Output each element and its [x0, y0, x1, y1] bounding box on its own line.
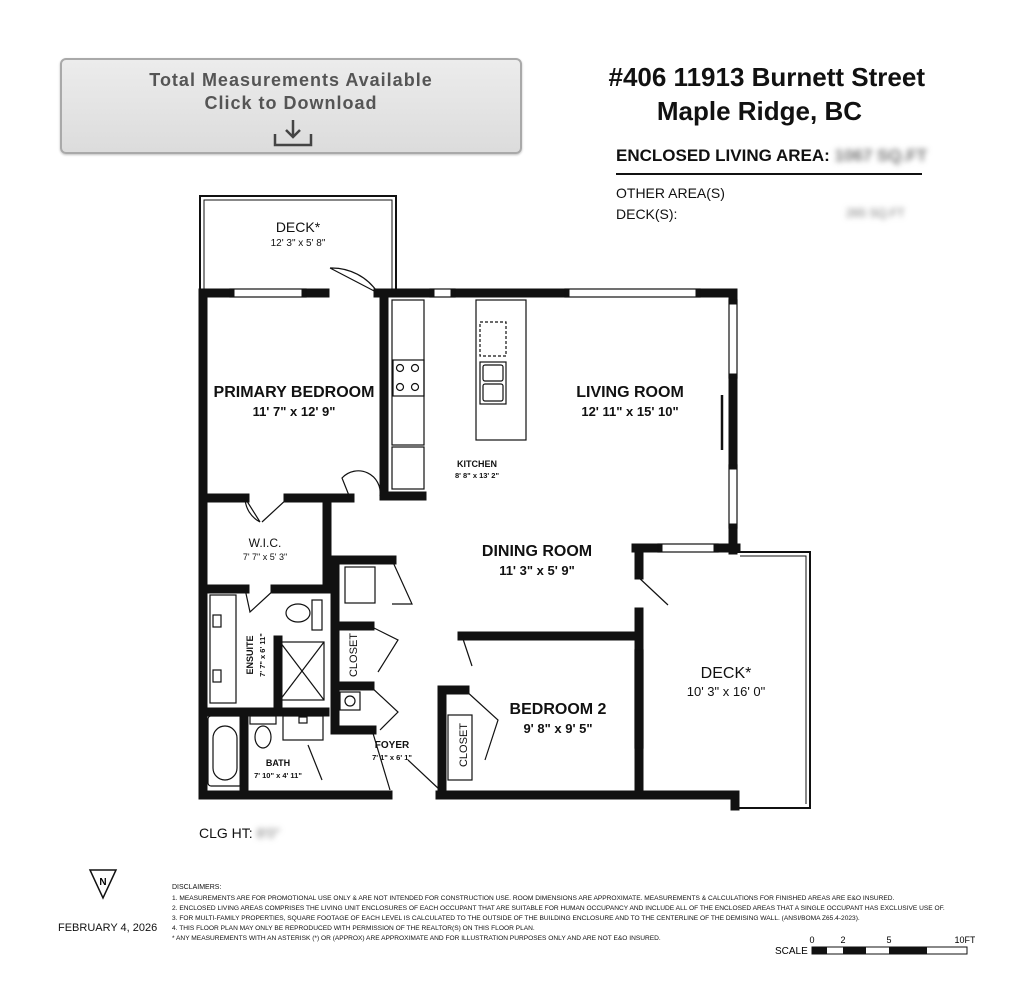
ensuite-dims: 7' 7" x 6' 11" — [258, 633, 267, 677]
scale-tick-0: 0 — [809, 935, 814, 945]
closet1-name: CLOSET — [348, 633, 360, 677]
north-label: N — [99, 877, 106, 888]
primary-bedroom-name: PRIMARY BEDROOM — [214, 384, 375, 401]
deck-right-name: DECK* — [701, 665, 752, 682]
scale-tick-10: 10FT — [954, 935, 975, 945]
enclosed-area-label: ENCLOSED LIVING AREA: — [616, 146, 830, 165]
closet2-name: CLOSET — [458, 723, 470, 767]
plan-date: FEBRUARY 4, 2026 — [58, 922, 158, 934]
download-icon — [273, 120, 313, 147]
address-line1: #406 11913 Burnett Street — [608, 62, 925, 92]
ceiling-height: CLG HT: 8'0" — [199, 825, 280, 841]
kitchen-dims: 8' 8" x 13' 2" — [455, 471, 499, 480]
enclosed-area: ENCLOSED LIVING AREA: 1067 SQ.FT — [616, 146, 927, 166]
disclaimer-4: 4. THIS FLOOR PLAN MAY ONLY BE REPRODUCE… — [172, 925, 535, 932]
bedroom2-dims: 9' 8" x 9' 5" — [523, 721, 592, 736]
north-arrow-icon: N — [88, 869, 118, 900]
bath-dims: 7' 10" x 4' 11" — [254, 771, 302, 780]
living-room-name: LIVING ROOM — [576, 384, 684, 401]
deck-right-dims: 10' 3" x 16' 0" — [687, 684, 766, 699]
primary-bedroom-dims: 11' 7" x 12' 9" — [253, 404, 336, 419]
dining-room-name: DINING ROOM — [482, 543, 592, 560]
download-measurements-button[interactable]: Total Measurements Available Click to Do… — [60, 58, 522, 154]
disclaimer-2: 2. ENCLOSED LIVING AREAS COMPRISES THE L… — [172, 905, 945, 912]
ceiling-height-value: 8'0" — [256, 825, 280, 841]
enclosed-area-value: 1067 SQ.FT — [834, 146, 928, 165]
disclaimer-1: 1. MEASUREMENTS ARE FOR PROMOTIONAL USE … — [172, 895, 895, 902]
download-button-line2: Click to Download — [204, 93, 378, 113]
disclaimers-title: DISCLAIMERS: — [172, 884, 222, 891]
kitchen-name: KITCHEN — [457, 459, 497, 469]
decks-value: 265 SQ.FT — [846, 206, 905, 220]
other-areas-label: OTHER AREA(S) — [616, 185, 725, 201]
ensuite-name: ENSUITE — [245, 635, 255, 674]
scale-label: SCALE — [775, 946, 808, 957]
disclaimer-5: * ANY MEASUREMENTS WITH AN ASTERISK (*) … — [172, 935, 661, 942]
foyer-name: FOYER — [375, 740, 410, 751]
scale-tick-2: 2 — [840, 935, 845, 945]
scale-tick-5: 5 — [886, 935, 891, 945]
disclaimer-3: 3. FOR MULTI-FAMILY PROPERTIES, SQUARE F… — [172, 915, 860, 922]
ceiling-height-label: CLG HT: — [199, 825, 253, 841]
wic-dims: 7' 7" x 5' 3" — [243, 552, 287, 562]
decks-label: DECK(S): — [616, 206, 678, 222]
deck-top-dims: 12' 3" x 5' 8" — [271, 238, 326, 249]
dining-room-dims: 11' 3" x 5' 9" — [499, 563, 575, 578]
divider — [616, 173, 922, 175]
wic-name: W.I.C. — [249, 536, 282, 550]
scale-bar: SCALE 0 2 5 10FT — [775, 935, 975, 957]
address-line2: Maple Ridge, BC — [656, 96, 862, 126]
foyer-dims: 7' 1" x 6' 1" — [372, 753, 412, 762]
download-button-line1: Total Measurements Available — [149, 70, 433, 90]
bedroom2-name: BEDROOM 2 — [510, 701, 607, 718]
deck-top-name: DECK* — [276, 219, 321, 235]
living-room-dims: 12' 11" x 15' 10" — [581, 404, 678, 419]
bath-name: BATH — [266, 758, 290, 768]
